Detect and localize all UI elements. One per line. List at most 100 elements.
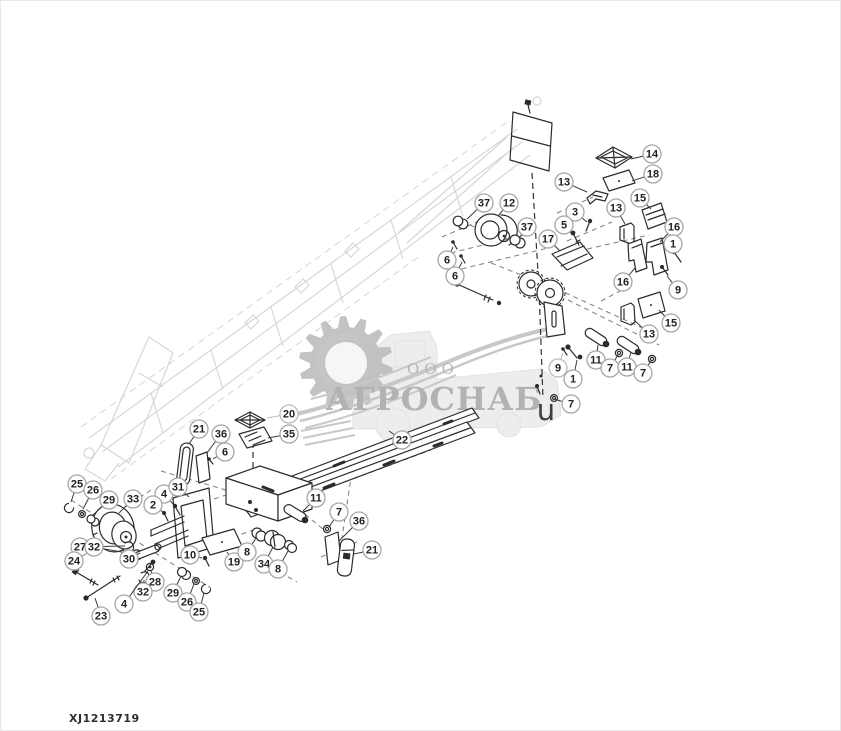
callout-7: 7 <box>600 354 620 378</box>
svg-text:7: 7 <box>607 363 613 375</box>
svg-text:12: 12 <box>503 198 515 210</box>
part-strap-21-right <box>336 538 356 577</box>
svg-text:11: 11 <box>590 355 602 367</box>
callout-19: 19 <box>224 551 244 572</box>
svg-text:36: 36 <box>353 516 365 528</box>
callout-2: 2 <box>143 495 164 515</box>
part-screw-2 <box>162 511 169 522</box>
part-bolt-1-low <box>565 344 583 360</box>
svg-text:33: 33 <box>127 494 139 506</box>
part-screws-6 <box>451 240 466 264</box>
ghost-frame <box>80 96 542 482</box>
part-snap-ring-25-left <box>63 502 75 514</box>
callout-11: 11 <box>302 488 326 512</box>
part-pin-11-left <box>584 327 610 348</box>
callout-32: 32 <box>84 537 134 557</box>
svg-text:20: 20 <box>283 409 295 421</box>
part-screw-6-low <box>207 457 214 465</box>
callout-21: 21 <box>353 540 382 560</box>
callout-7: 7 <box>633 360 653 383</box>
callout-32: 32 <box>133 579 153 602</box>
watermark-company-name: АГРОСНАБ <box>325 380 542 418</box>
svg-text:27: 27 <box>74 542 86 554</box>
part-plate-15-top <box>641 202 668 230</box>
callout-17: 17 <box>538 229 561 252</box>
part-plate-35 <box>238 426 273 449</box>
svg-text:25: 25 <box>71 479 83 491</box>
lower-assembly <box>63 407 480 601</box>
callout-14: 14 <box>630 144 662 164</box>
part-washer-26-left <box>77 510 86 519</box>
callout-13: 13 <box>554 172 588 193</box>
svg-text:4: 4 <box>161 489 168 501</box>
svg-text:8: 8 <box>275 564 281 576</box>
svg-text:11: 11 <box>621 362 633 374</box>
part-clip-13-top <box>586 190 609 205</box>
part-washer-26-right <box>192 576 201 585</box>
callout-15: 15 <box>658 309 681 333</box>
part-screw-4-low <box>144 559 156 572</box>
svg-text:1: 1 <box>570 374 576 386</box>
callout-26: 26 <box>82 480 103 510</box>
part-sprockets <box>516 269 566 309</box>
svg-text:7: 7 <box>336 507 342 519</box>
part-plate-15-low <box>637 291 666 319</box>
part-axle-30 <box>134 543 162 560</box>
svg-text:10: 10 <box>184 550 196 562</box>
upper-assembly <box>441 99 682 403</box>
callout-25: 25 <box>189 592 209 622</box>
part-bolt-23 <box>83 575 121 601</box>
svg-text:21: 21 <box>193 424 205 436</box>
callout-13: 13 <box>633 319 659 344</box>
watermark-prefix: ООО <box>407 360 459 378</box>
svg-text:26: 26 <box>181 597 193 609</box>
svg-text:11: 11 <box>310 493 322 505</box>
svg-text:36: 36 <box>215 429 227 441</box>
part-bushing-29-right <box>176 566 192 581</box>
svg-text:37: 37 <box>521 222 533 234</box>
part-top-mount-plate <box>509 99 553 172</box>
callout-36: 36 <box>206 424 231 454</box>
callout-8: 8 <box>237 537 257 562</box>
svg-text:23: 23 <box>95 611 107 623</box>
part-bushing-37-left <box>452 215 469 230</box>
svg-text:28: 28 <box>149 577 161 589</box>
part-washer-7-low <box>322 524 332 534</box>
svg-text:7: 7 <box>568 399 574 411</box>
callout-15: 15 <box>630 188 652 210</box>
svg-text:6: 6 <box>444 255 450 267</box>
part-pin-11-right <box>616 335 642 356</box>
callout-23: 23 <box>91 597 111 626</box>
svg-text:16: 16 <box>617 277 629 289</box>
svg-text:15: 15 <box>665 318 677 330</box>
svg-text:24: 24 <box>68 556 81 568</box>
svg-text:31: 31 <box>172 482 184 494</box>
part-diamond-plate-20 <box>234 411 266 429</box>
callout-9: 9 <box>666 275 688 300</box>
callout-13: 13 <box>606 198 626 225</box>
figure-label: u <box>537 393 555 427</box>
part-bolt-10 <box>202 555 210 567</box>
callout-22: 22 <box>388 430 412 450</box>
part-plate-18 <box>602 169 636 192</box>
callout-8: 8 <box>268 550 289 579</box>
callout-5: 5 <box>554 215 574 235</box>
svg-text:13: 13 <box>643 329 655 341</box>
part-bushing-37-right <box>509 234 526 249</box>
svg-text:8: 8 <box>244 547 250 559</box>
part-shim-36-left <box>195 451 211 484</box>
svg-text:30: 30 <box>123 554 135 566</box>
callout-4: 4 <box>114 570 149 614</box>
part-pin-11-low <box>283 504 309 524</box>
callout-21: 21 <box>188 419 209 445</box>
svg-text:37: 37 <box>478 198 490 210</box>
svg-text:2: 2 <box>150 500 156 512</box>
callout-29: 29 <box>92 490 119 516</box>
svg-text:1: 1 <box>670 239 676 251</box>
callout-7: 7 <box>553 394 581 414</box>
callout-20: 20 <box>266 404 299 424</box>
callout-1: 1 <box>563 359 583 389</box>
part-diamond-plate-14 <box>595 146 633 169</box>
callout-7: 7 <box>328 502 349 528</box>
